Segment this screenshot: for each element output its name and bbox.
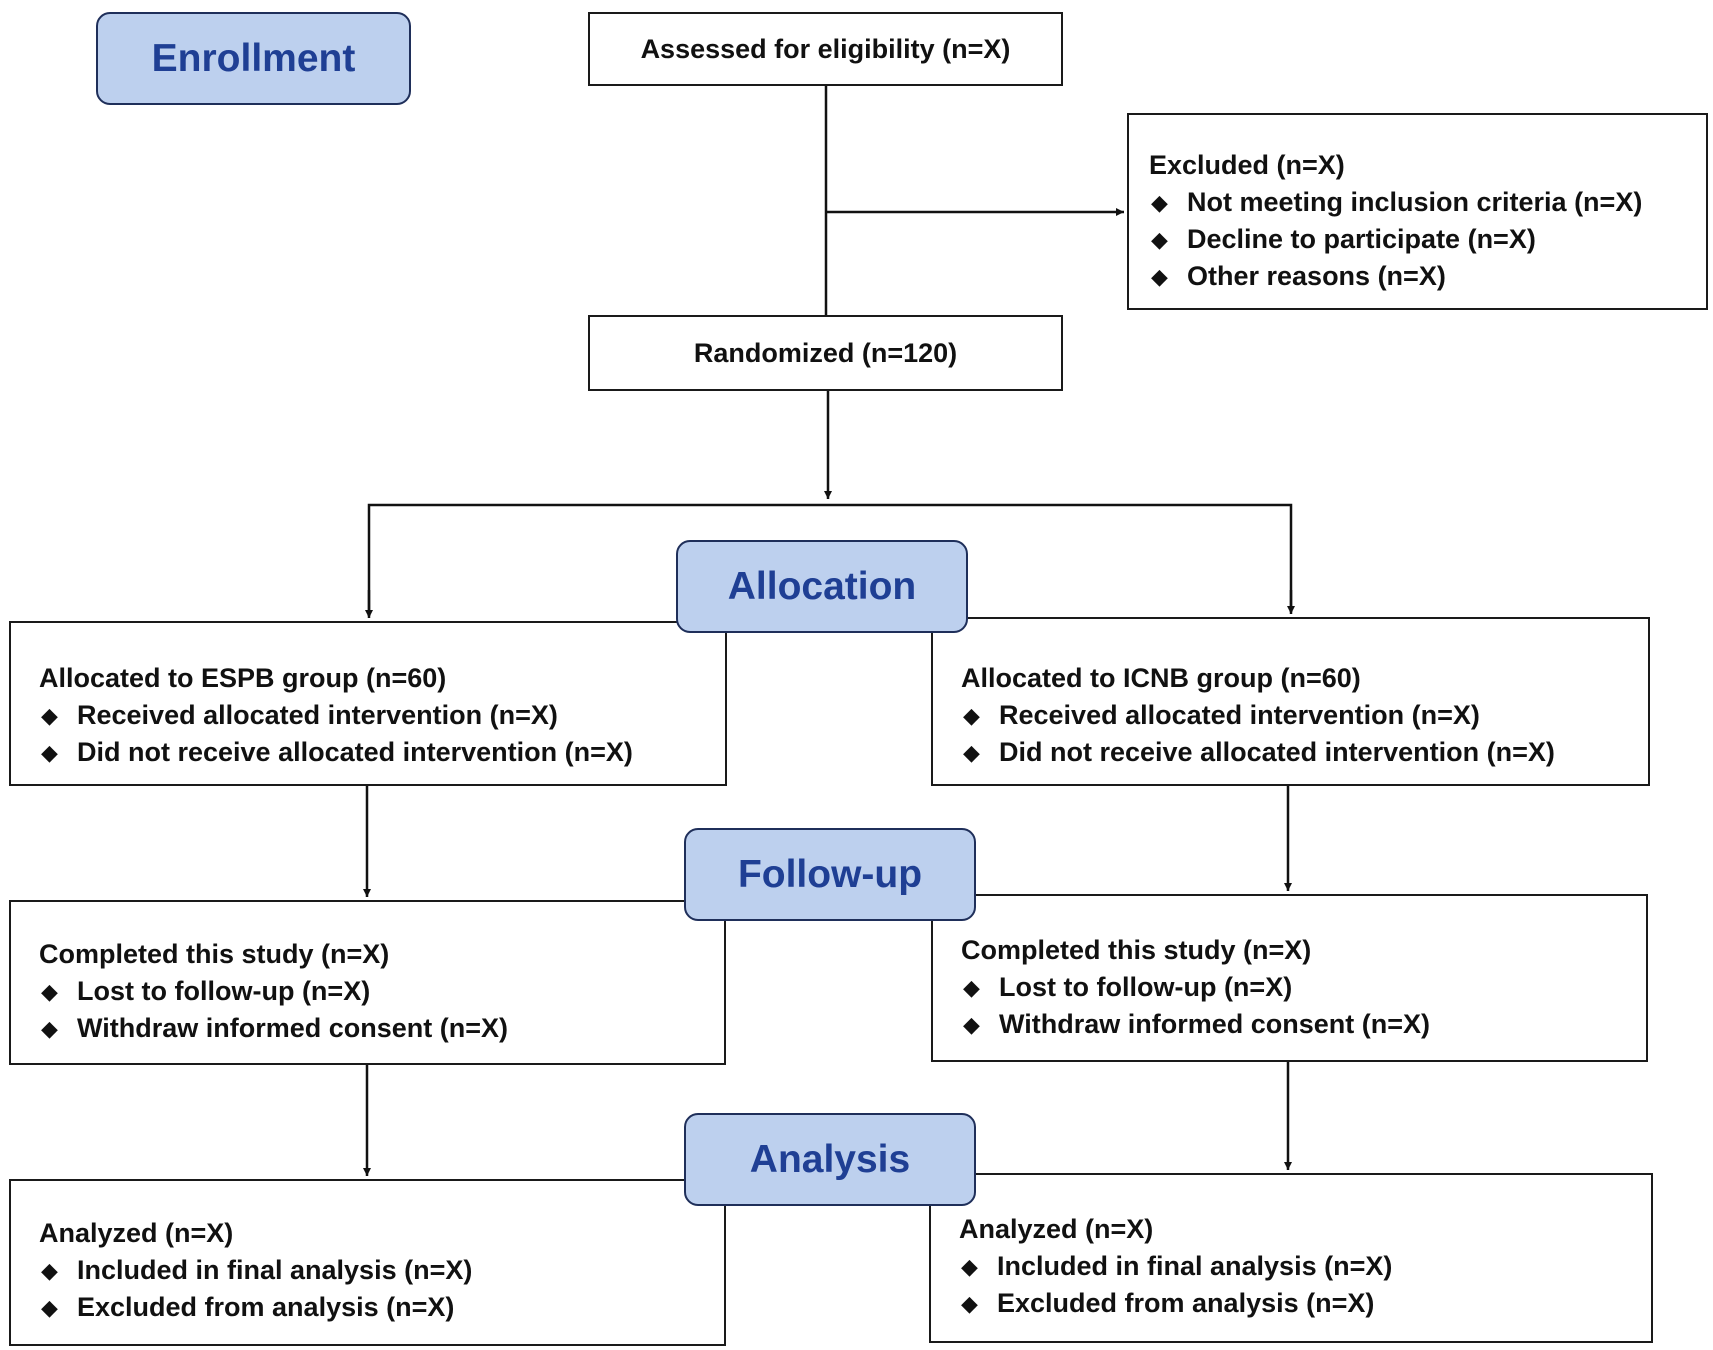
excluded-item: ◆ Decline to participate (n=X) xyxy=(1149,221,1706,258)
stage-label-enrollment-text: Enrollment xyxy=(151,36,356,80)
diamond-bullet-icon: ◆ xyxy=(963,975,980,1000)
diamond-bullet-icon: ◆ xyxy=(41,703,58,728)
left-analysis-item: ◆ Excluded from analysis (n=X) xyxy=(39,1289,724,1326)
left-allocation-title: Allocated to ESPB group (n=60) xyxy=(39,663,447,693)
left-analysis-item-text: Included in final analysis (n=X) xyxy=(77,1255,473,1285)
diamond-bullet-icon: ◆ xyxy=(41,740,58,765)
right-allocation-item-text: Received allocated intervention (n=X) xyxy=(999,700,1480,730)
diamond-bullet-icon: ◆ xyxy=(963,1012,980,1037)
assessed-for-eligibility-text: Assessed for eligibility (n=X) xyxy=(640,33,1011,64)
connector-split xyxy=(367,503,1293,616)
left-follow-up-title: Completed this study (n=X) xyxy=(39,939,390,969)
right-analysis-item: ◆ Excluded from analysis (n=X) xyxy=(959,1285,1651,1322)
excluded-item-text: Other reasons (n=X) xyxy=(1187,261,1446,291)
right-follow-up-box: Completed this study (n=X) ◆ Lost to foll… xyxy=(931,894,1648,1062)
excluded-item-text: Not meeting inclusion criteria (n=X) xyxy=(1187,187,1643,217)
assessed-for-eligibility-box: Assessed for eligibility (n=X) xyxy=(588,12,1063,86)
right-analysis-item: ◆ Included in final analysis (n=X) xyxy=(959,1248,1651,1285)
left-analysis-item: ◆ Included in final analysis (n=X) xyxy=(39,1252,724,1289)
left-allocation-item-text: Did not receive allocated intervention (… xyxy=(77,737,633,767)
right-allocation-item: ◆ Did not receive allocated intervention … xyxy=(961,734,1648,771)
diamond-bullet-icon: ◆ xyxy=(1151,227,1168,252)
diamond-bullet-icon: ◆ xyxy=(1151,190,1168,215)
right-analysis-title: Analyzed (n=X) xyxy=(959,1214,1154,1244)
excluded-item-text: Decline to participate (n=X) xyxy=(1187,224,1536,254)
diamond-bullet-icon: ◆ xyxy=(963,703,980,728)
left-follow-up-item-text: Withdraw informed consent (n=X) xyxy=(77,1013,509,1043)
stage-label-allocation: Allocation xyxy=(676,540,968,633)
left-allocation-item: ◆ Received allocated intervention (n=X) xyxy=(39,697,725,734)
right-follow-up-title: Completed this study (n=X) xyxy=(961,935,1312,965)
excluded-item: ◆ Other reasons (n=X) xyxy=(1149,258,1706,295)
diamond-bullet-icon: ◆ xyxy=(41,1016,58,1041)
stage-label-enrollment: Enrollment xyxy=(96,12,411,105)
left-follow-up-item: ◆ Lost to follow-up (n=X) xyxy=(39,973,724,1010)
excluded-box: Excluded (n=X) ◆ Not meeting inclusion cr… xyxy=(1127,113,1708,310)
stage-label-follow-up-text: Follow-up xyxy=(737,852,923,896)
right-allocation-box: Allocated to ICNB group (n=60) ◆ Received… xyxy=(931,617,1650,786)
right-analysis-item-text: Excluded from analysis (n=X) xyxy=(997,1288,1375,1318)
diamond-bullet-icon: ◆ xyxy=(963,740,980,765)
left-follow-up-item-text: Lost to follow-up (n=X) xyxy=(77,976,371,1006)
right-analysis-box: Analyzed (n=X) ◆ Included in final analys… xyxy=(929,1173,1653,1343)
right-follow-up-item: ◆ Lost to follow-up (n=X) xyxy=(961,969,1646,1006)
right-follow-up-item: ◆ Withdraw informed consent (n=X) xyxy=(961,1006,1646,1043)
left-allocation-item: ◆ Did not receive allocated intervention … xyxy=(39,734,725,771)
stage-label-allocation-text: Allocation xyxy=(727,564,917,608)
diamond-bullet-icon: ◆ xyxy=(41,1258,58,1283)
stage-label-analysis-text: Analysis xyxy=(749,1137,911,1181)
diamond-bullet-icon: ◆ xyxy=(961,1254,978,1279)
right-allocation-item-text: Did not receive allocated intervention (… xyxy=(999,737,1555,767)
right-allocation-item: ◆ Received allocated intervention (n=X) xyxy=(961,697,1648,734)
right-analysis-item-text: Included in final analysis (n=X) xyxy=(997,1251,1393,1281)
left-analysis-item-text: Excluded from analysis (n=X) xyxy=(77,1292,455,1322)
left-analysis-title: Analyzed (n=X) xyxy=(39,1218,234,1248)
right-follow-up-item-text: Lost to follow-up (n=X) xyxy=(999,972,1293,1002)
right-allocation-title: Allocated to ICNB group (n=60) xyxy=(961,663,1361,693)
left-follow-up-box: Completed this study (n=X) ◆ Lost to foll… xyxy=(9,900,726,1065)
left-allocation-box: Allocated to ESPB group (n=60) ◆ Received… xyxy=(9,621,727,786)
randomized-text: Randomized (n=120) xyxy=(693,337,958,368)
stage-label-follow-up: Follow-up xyxy=(684,828,976,921)
diamond-bullet-icon: ◆ xyxy=(1151,264,1168,289)
diamond-bullet-icon: ◆ xyxy=(961,1291,978,1316)
left-analysis-box: Analyzed (n=X) ◆ Included in final analys… xyxy=(9,1179,726,1346)
randomized-box: Randomized (n=120) xyxy=(588,315,1063,391)
right-follow-up-item-text: Withdraw informed consent (n=X) xyxy=(999,1009,1431,1039)
stage-label-analysis: Analysis xyxy=(684,1113,976,1206)
excluded-title: Excluded (n=X) xyxy=(1149,150,1345,180)
left-allocation-item-text: Received allocated intervention (n=X) xyxy=(77,700,558,730)
diamond-bullet-icon: ◆ xyxy=(41,979,58,1004)
excluded-item: ◆ Not meeting inclusion criteria (n=X) xyxy=(1149,184,1706,221)
diamond-bullet-icon: ◆ xyxy=(41,1295,58,1320)
left-follow-up-item: ◆ Withdraw informed consent (n=X) xyxy=(39,1010,724,1047)
